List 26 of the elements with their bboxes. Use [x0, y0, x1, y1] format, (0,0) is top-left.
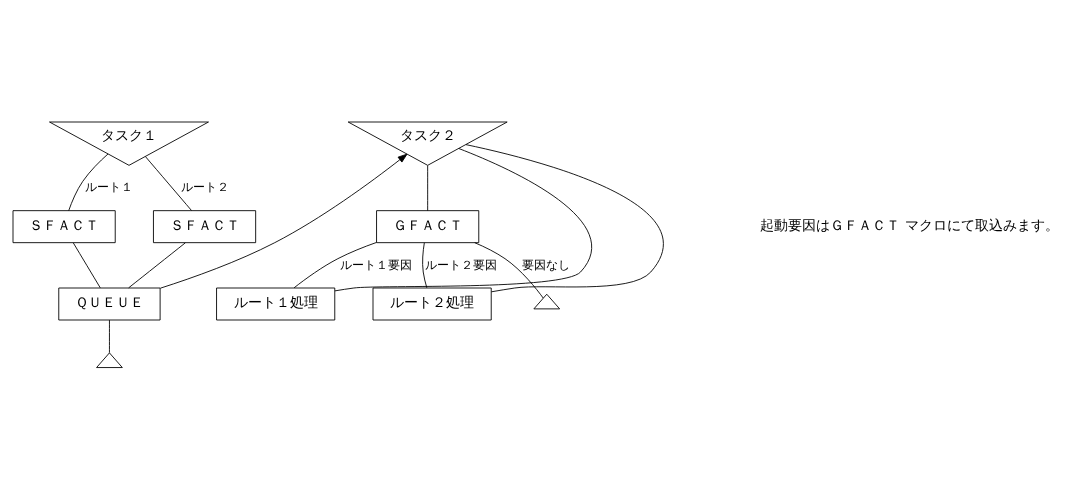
edge-label: ルート１ — [84, 178, 133, 194]
connector — [144, 155, 192, 211]
edge-label: ルート２ — [180, 178, 229, 194]
connector — [427, 164, 429, 211]
node-box: ＱＵＥＵＥ — [58, 287, 161, 320]
node-box: ＳＦＡＣＴ — [12, 209, 116, 243]
node-box: ＳＦＡＣＴ — [153, 209, 257, 243]
connector — [465, 143, 664, 292]
connector — [72, 241, 101, 288]
node-triangle — [96, 351, 123, 368]
node-triangle — [533, 293, 561, 309]
arrow — [159, 153, 408, 289]
connector — [109, 319, 110, 353]
edge-label: ルート１要因 — [340, 256, 413, 272]
edge-label: 要因なし — [521, 256, 570, 272]
node-box: ＧＦＡＣＴ — [376, 209, 480, 243]
label: 起動要因はＧＦＡＣＴ マクロにて取込みます。 — [760, 216, 1059, 233]
connector — [334, 147, 593, 291]
connector — [68, 153, 109, 211]
connector — [293, 241, 377, 288]
edge-label: ルート２要因 — [425, 256, 498, 272]
node-box: ルート１処理 — [216, 287, 336, 320]
connector — [128, 241, 186, 288]
node-box: ルート２処理 — [372, 287, 492, 320]
connector — [422, 241, 428, 288]
connector — [474, 241, 544, 298]
